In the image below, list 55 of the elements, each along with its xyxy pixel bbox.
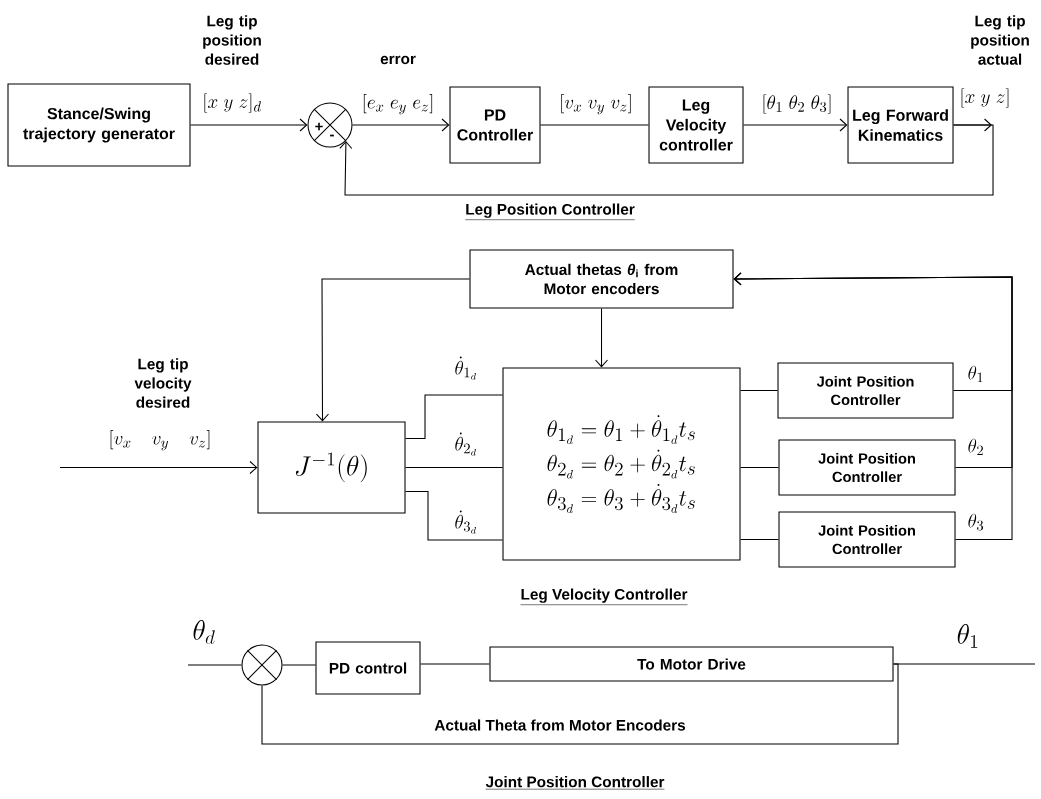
arrow [59, 460, 258, 475]
edge-label: $\dot{\theta}_{1_d}$ [455, 356, 476, 380]
block-box: Stance/Swing trajectory generator [7, 83, 191, 167]
block-box: To Motor Drive [489, 646, 894, 682]
block-box: Leg Forward Kinematics [847, 86, 954, 164]
block-box: $J^{-1}(\theta)$ [257, 421, 406, 514]
signal-line [740, 538, 779, 541]
arrow [743, 118, 848, 132]
edge-label: $[v_x\;v_y\;v_z]$ [561, 93, 631, 115]
signal-line [405, 466, 503, 469]
edge-label: $[e_x\;e_y\;e_z]$ [363, 93, 433, 115]
edge-label: $[x\;y\;z]$ [961, 88, 1009, 108]
block-box: Joint Position Controller [778, 511, 956, 568]
edge-label: $\dot{\theta}_{3_d}$ [455, 510, 476, 534]
edge-label: $\theta_3$ [968, 513, 984, 531]
section-title: Leg Position Controller [465, 203, 636, 220]
block-box: Joint Position Controller [777, 362, 954, 419]
block-box: Actual thetas θ$_{i}$ from Motor encoders [469, 249, 734, 309]
section-title: Leg Velocity Controller [520, 588, 688, 605]
edge-label: $\theta_d$ [193, 620, 215, 644]
edge-label: $\dot{\theta}_{2_d}$ [455, 432, 476, 456]
signal-line [420, 663, 490, 665]
edge-label: $\theta_1$ [968, 365, 983, 383]
signal-line [187, 664, 242, 666]
edge-label: $\theta_1$ [957, 624, 978, 648]
block-box: PD control [315, 641, 421, 695]
arrow [339, 124, 994, 196]
edge-label: $\theta_2$ [968, 438, 983, 456]
label: error [380, 55, 416, 65]
signal-line [405, 394, 503, 440]
summing-junction [241, 644, 283, 686]
block-box: Joint Position Controller [778, 439, 956, 496]
block-box: Leg Velocity controller [648, 86, 744, 164]
signal-line [261, 663, 899, 745]
block-box: PD Controller [449, 86, 541, 164]
label: Leg tip position desired [203, 15, 261, 65]
arrow [594, 308, 609, 368]
edge-label: $[v_x\quad v_y\quad v_z]$ [110, 429, 210, 451]
label: Leg tip position actual [971, 15, 1029, 65]
edge-label: Actual Theta from Motor Encoders [434, 719, 686, 731]
signal-line [282, 664, 316, 666]
edge-label: $[\theta_1\;\theta_2\;\theta_3]$ [763, 94, 831, 114]
arrow [352, 118, 450, 132]
arrow [733, 272, 1013, 541]
edge-label: $[x\;y\;z]_d$ [204, 93, 261, 113]
arrow [315, 278, 470, 422]
signal-line [405, 490, 503, 541]
section-title: Joint Position Controller [485, 776, 665, 790]
summing-junction: + - [307, 102, 353, 148]
arrow [190, 118, 308, 132]
equation-box: $\theta_{1_d} = \theta_1 + \dot{\theta}_{1_d} t_s$ $\theta_{2_d} = \theta_2 + \dot{\theta}_{2_d} t_s$ $\theta_{3_d} = \theta_3 + \dot{\theta}_{3_d} t_s$ [502, 367, 741, 561]
signal-line [740, 466, 779, 469]
signal-line [540, 124, 649, 126]
signal-line [740, 389, 778, 392]
label: Leg tip velocity desired [134, 358, 192, 408]
